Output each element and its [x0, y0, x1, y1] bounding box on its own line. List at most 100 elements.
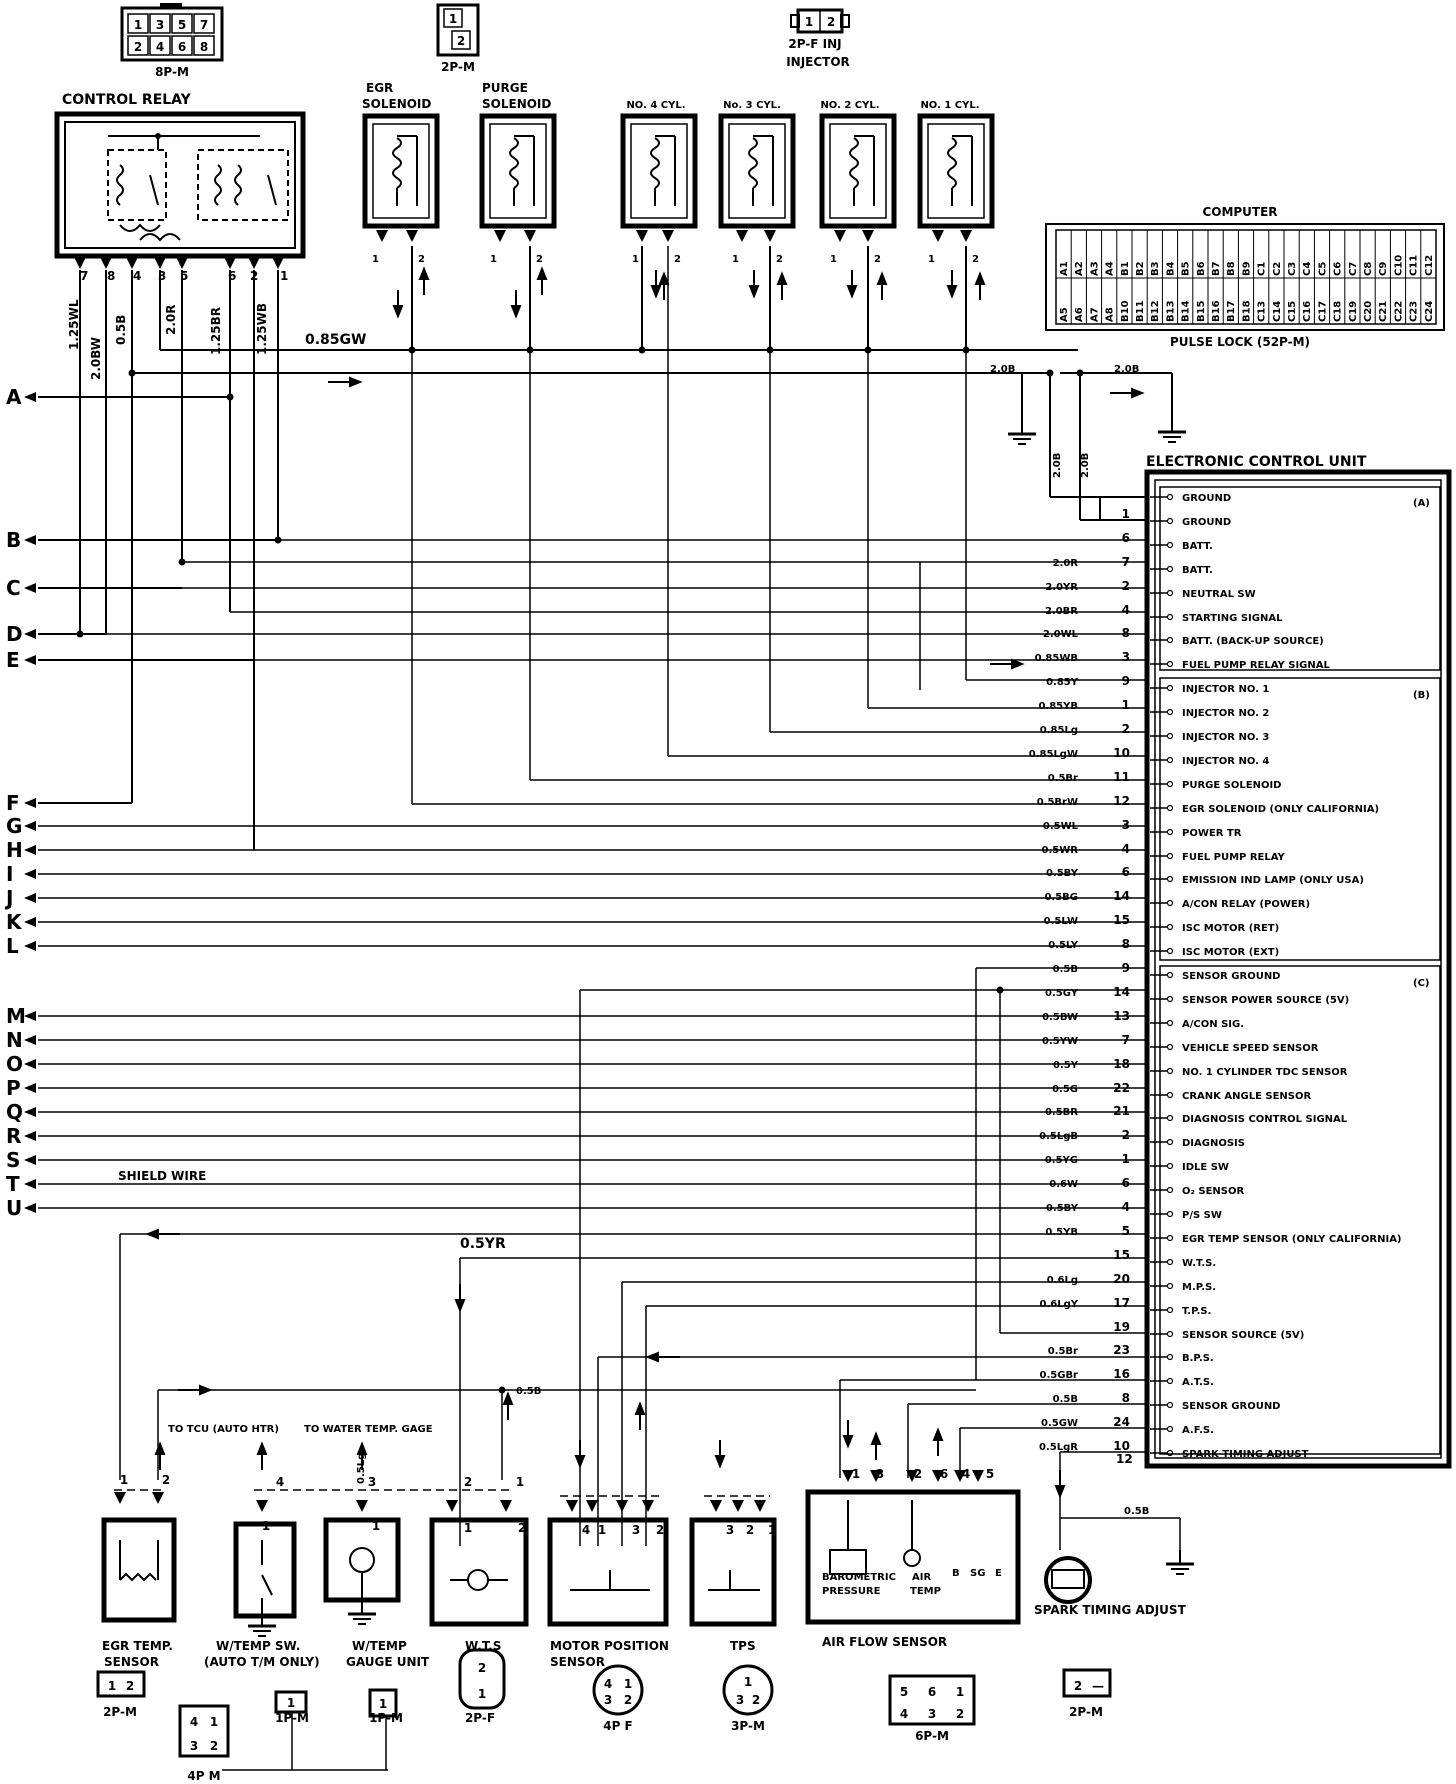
- connector-pin: 2: [518, 1521, 526, 1535]
- bottom-2p-m-b-label: 2P-M: [1069, 1705, 1103, 1719]
- connector-pin: 3: [876, 1467, 884, 1481]
- egr-solenoid-title-2: SOLENOID: [362, 97, 431, 111]
- computer-pin: C1: [1257, 262, 1268, 276]
- ecu-wire-color: 0.5YG: [1045, 1155, 1078, 1166]
- computer-pin: C5: [1317, 262, 1328, 276]
- svg-text:2: 2: [827, 15, 835, 29]
- ecu-pin-number: 6: [1122, 1176, 1130, 1190]
- svg-text:2: 2: [134, 40, 142, 54]
- ecu-wire-color: 0.5LgR: [1039, 1442, 1078, 1453]
- terminal-arrow-icon: [24, 392, 36, 402]
- svg-text:4: 4: [156, 40, 164, 54]
- left-terminal-o: O: [6, 1052, 23, 1076]
- connector-2p-m-top: 1 2 2P-M: [436, 3, 480, 74]
- wtemp-switch-title-1: W/TEMP SW.: [216, 1639, 300, 1653]
- svg-text:6: 6: [178, 40, 186, 54]
- left-terminal-p: P: [6, 1076, 21, 1100]
- ecu-signal-label: EMISSION IND LAMP (ONLY USA): [1182, 875, 1364, 886]
- wtemp-gauge-unit-title-2: GAUGE UNIT: [346, 1655, 430, 1669]
- wire-0-85gw: 0.85GW: [305, 332, 366, 348]
- ecu-wire-color: 0.5BY: [1046, 868, 1079, 879]
- svg-text:2: 2: [250, 269, 258, 283]
- ecu-pin-number: 23: [1113, 1343, 1130, 1357]
- left-terminal-n: N: [6, 1028, 23, 1052]
- left-terminal-g: G: [6, 814, 22, 838]
- computer-pin: C21: [1378, 301, 1389, 322]
- svg-text:1: 1: [805, 15, 813, 29]
- tps-title: TPS: [730, 1639, 756, 1653]
- ecu-pin-number: 8: [1122, 937, 1130, 951]
- ecu-wire-color: 0.6W: [1049, 1179, 1078, 1190]
- ecu-pin-number: 10: [1113, 746, 1130, 760]
- ecu-signal-label: EGR TEMP SENSOR (ONLY CALIFORNIA): [1182, 1234, 1402, 1245]
- terminal-arrow-icon: [24, 535, 36, 545]
- ecu-pin-number: 18: [1113, 1057, 1130, 1071]
- ecu-signal-label: A/CON SIG.: [1182, 1019, 1244, 1030]
- ecu-wire-color: 0.5BW: [1042, 1012, 1078, 1023]
- computer-pin: B18: [1241, 300, 1252, 322]
- ecu-signal-label: FUEL PUMP RELAY SIGNAL: [1182, 660, 1330, 671]
- connector-2p-f-injector: 1 2 2P-F INJ INJECTOR: [786, 8, 850, 69]
- ecu-wire-color: 0.5BG: [1044, 892, 1078, 903]
- terminal-arrow-icon: [24, 1107, 36, 1117]
- connector-pin: 1: [744, 1675, 752, 1689]
- ecu-wire-color: 0.85Y: [1046, 677, 1079, 688]
- connector-pin: 2: [914, 1467, 922, 1481]
- computer-pin: C17: [1317, 301, 1328, 322]
- ecu-signal-label: P/S SW: [1182, 1210, 1222, 1221]
- ecu-signal-label: EGR SOLENOID (ONLY CALIFORNIA): [1182, 804, 1379, 815]
- electronic-control-unit: ELECTRONIC CONTROL UNIT (A) (B) (C) 12: [1116, 454, 1452, 1469]
- svg-text:1: 1: [449, 12, 457, 26]
- svg-text:2: 2: [418, 254, 425, 265]
- egr-solenoid-title-1: EGR: [366, 81, 393, 95]
- connector-pin: 1: [478, 1687, 486, 1701]
- computer-pin: B3: [1150, 261, 1161, 276]
- ecu-wire-color: 2.0R: [1053, 558, 1079, 569]
- ecu-pin-number: 19: [1113, 1320, 1130, 1334]
- ecu-pin-number: 8: [1122, 626, 1130, 640]
- ecu-signal-label: GROUND: [1182, 517, 1231, 528]
- ecu-row: INJECTOR NO. 210.85YB: [1038, 698, 1269, 719]
- control-relay: CONTROL RELAY 7 8 4 3 5 6 2 1: [54, 92, 306, 283]
- ecu-pin-number: 8: [1122, 1391, 1130, 1405]
- computer-pin: B2: [1135, 261, 1146, 276]
- left-terminal-e: E: [6, 648, 20, 672]
- svg-text:2: 2: [874, 254, 881, 265]
- ecu-signal-label: SENSOR SOURCE (5V): [1182, 1330, 1304, 1341]
- terminal-arrow-icon: [24, 845, 36, 855]
- left-terminal-b: B: [6, 528, 21, 552]
- svg-text:1: 1: [732, 254, 739, 265]
- computer-pin: C4: [1302, 262, 1313, 276]
- svg-text:2: 2: [457, 34, 465, 48]
- connector-pin: 1: [768, 1523, 776, 1537]
- ecu-pin-number: 2: [1122, 1128, 1130, 1142]
- ecu-signal-label: INJECTOR NO. 3: [1182, 732, 1269, 743]
- motor-position-sensor-title-2: SENSOR: [550, 1655, 605, 1669]
- connector-pin: 2: [478, 1661, 486, 1675]
- svg-text:6: 6: [228, 269, 236, 283]
- svg-text:CONTROL RELAY: CONTROL RELAY: [62, 92, 192, 108]
- connector-pin: 2: [210, 1739, 218, 1753]
- wire-0-5b: 0.5B: [114, 315, 128, 345]
- terminal-arrow-icon: [24, 917, 36, 927]
- computer-pin: C3: [1287, 262, 1298, 276]
- ecu-wire-color: 0.5GW: [1041, 1418, 1078, 1429]
- svg-text:(B): (B): [1413, 690, 1430, 701]
- ecu-pin-number: 3: [1122, 650, 1130, 664]
- ecu-pin-number: 4: [1122, 603, 1130, 617]
- svg-text:(A): (A): [1413, 498, 1430, 509]
- computer-pin: B11: [1135, 300, 1146, 322]
- ecu-signal-label: O₂ SENSOR: [1182, 1186, 1244, 1197]
- terminal-arrow-icon: [24, 1035, 36, 1045]
- computer-pin: B14: [1181, 300, 1192, 322]
- ecu-pin-number: 14: [1113, 985, 1130, 999]
- ecu-wire-color: 0.5BY: [1046, 1203, 1079, 1214]
- svg-text:PULSE LOCK (52P-M): PULSE LOCK (52P-M): [1170, 335, 1310, 349]
- computer-pin: C22: [1393, 301, 1404, 322]
- to-tcu-label: TO TCU (AUTO HTR): [168, 1424, 279, 1435]
- ecu-wire-color: 0.5B: [1053, 964, 1078, 975]
- terminal-arrow-icon: [24, 1011, 36, 1021]
